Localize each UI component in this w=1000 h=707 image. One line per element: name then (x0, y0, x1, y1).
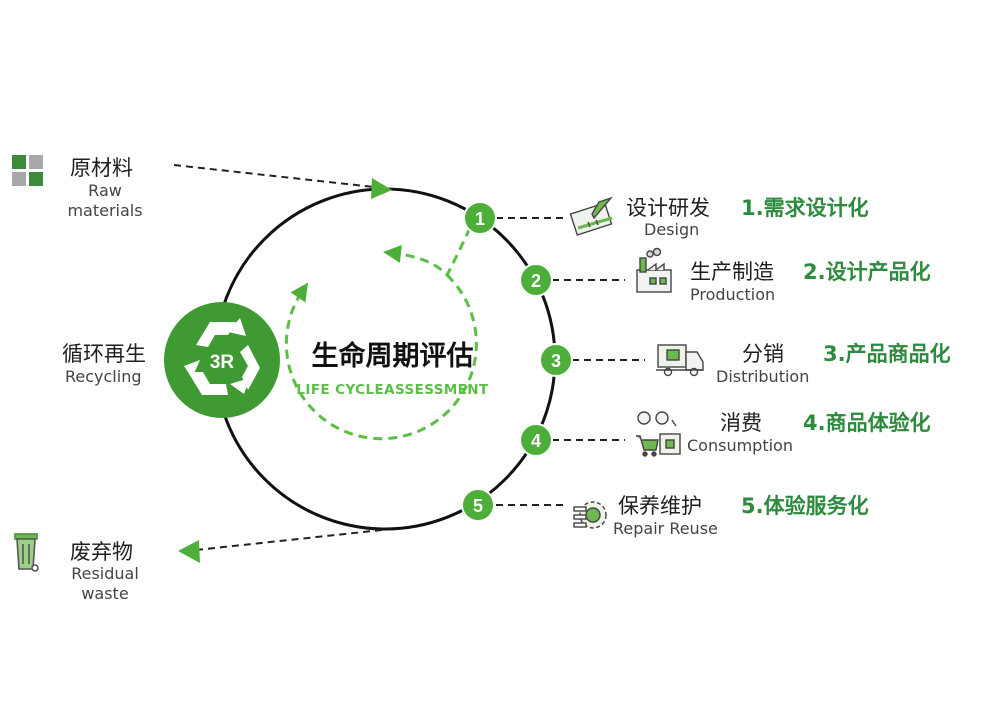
residual-waste-label: 废弃物 (70, 540, 133, 564)
step-node-4: 4 (519, 423, 553, 457)
factory-icon (636, 247, 672, 293)
inner-loop-arrow (284, 273, 478, 441)
step-5-label: 保养维护 (618, 494, 702, 518)
materials-grid-icon (12, 155, 43, 186)
step-number-4: 4 (531, 431, 541, 451)
step-3-stage: 3.产品商品化 (823, 342, 951, 366)
step-5-stage: 5.体验服务化 (741, 494, 869, 518)
step-4-stage: 4.商品体验化 (803, 411, 931, 435)
step-4-en: Consumption (687, 436, 793, 455)
residual-waste-en-2: waste (81, 584, 129, 603)
residual-waste-arrow (195, 529, 383, 551)
step-1-en: Design (644, 220, 700, 239)
raw-materials-en-2: materials (67, 201, 143, 220)
step-3-en: Distribution (716, 367, 810, 386)
step-number-1: 1 (475, 209, 485, 229)
raw-materials-en-1: Raw (88, 181, 122, 200)
recycling-en: Recycling (65, 367, 142, 386)
step-node-5: 5 (461, 488, 495, 522)
center-title: 生命周期评估 (311, 341, 474, 372)
recycle-badge-label: 3R (210, 352, 235, 373)
step-2-stage: 2.设计产品化 (803, 260, 931, 284)
raw-materials-arrowhead (371, 178, 392, 199)
step-number-2: 2 (531, 271, 541, 291)
residual-waste-en-1: Residual (71, 564, 139, 583)
step-3-label: 分销 (742, 342, 784, 366)
step-2-label: 生产制造 (690, 260, 774, 284)
inner-branch-arrow (383, 227, 472, 278)
delivery-truck-icon (656, 344, 704, 377)
step-node-2: 2 (519, 263, 553, 297)
step-node-3: 3 (539, 343, 573, 377)
gear-repair-icon (573, 501, 607, 529)
step-5-en: Repair Reuse (613, 519, 718, 538)
step-4-label: 消费 (720, 411, 762, 435)
raw-materials-label: 原材料 (70, 156, 133, 180)
step-number-3: 3 (551, 351, 561, 371)
step-1-stage: 1.需求设计化 (741, 196, 869, 220)
residual-waste-arrowhead (178, 540, 200, 563)
step-2-en: Production (690, 285, 776, 304)
step-1-label: 设计研发 (626, 196, 710, 220)
step-node-1: 1 (463, 201, 497, 235)
recycle-3r-icon: 3R (164, 302, 280, 418)
step-number-5: 5 (473, 496, 483, 516)
raw-materials-arrow (173, 164, 375, 188)
recycling-label: 循环再生 (62, 342, 146, 366)
shopping-cart-icon (636, 411, 681, 457)
design-ruler-icon (569, 196, 614, 236)
trash-bin-icon (14, 533, 39, 572)
center-subtitle: LIFE CYCLEASSESSMENT (296, 382, 489, 398)
